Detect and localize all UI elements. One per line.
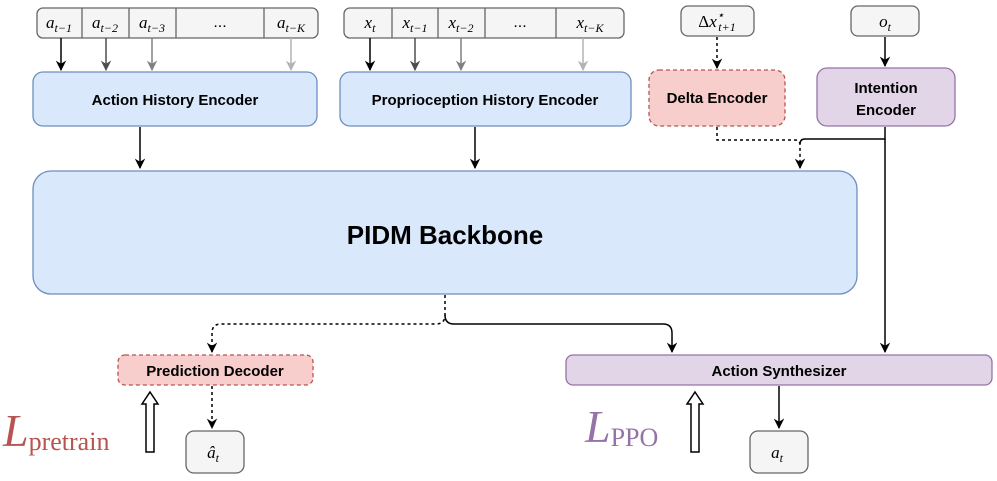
svg-text:Lpretrain: Lpretrain (2, 405, 109, 456)
svg-text:Prediction Decoder: Prediction Decoder (146, 363, 284, 380)
arrow-delta-encoder-to-backbone (716, 127, 806, 170)
token-x-t-K: xt−K (576, 13, 605, 35)
svg-text:Proprioception History Encoder: Proprioception History Encoder (372, 92, 599, 109)
svg-text:LPPO: LPPO (584, 401, 658, 452)
observation-input-box: ot (850, 5, 920, 37)
action-history-token-strip: at−1 at−2 at−3 ... at−K (36, 7, 319, 39)
token-x-t-1: xt−1 (402, 13, 428, 35)
action-synthesizer: Action Synthesizer (565, 354, 993, 386)
svg-text:Action Synthesizer: Action Synthesizer (711, 363, 846, 380)
svg-text:at: at (771, 443, 784, 465)
action-output: at (749, 430, 809, 474)
pretrain-gradient-arrow-icon (140, 390, 160, 453)
observation-input-label: ot (879, 12, 892, 34)
arrow-backbone-to-prediction-decoder (206, 295, 446, 354)
svg-text:Action History Encoder: Action History Encoder (92, 92, 259, 109)
proprioception-history-encoder: Proprioception History Encoder (339, 71, 632, 127)
token-a-t-K: at−K (277, 13, 306, 35)
arrow-intention-to-backbone (799, 127, 886, 145)
intention-encoder: Intention Encoder (816, 67, 956, 127)
delta-encoder: Delta Encoder (648, 69, 786, 127)
svg-text:ât: ât (207, 443, 220, 465)
token-a-t-1: at−1 (46, 13, 72, 35)
pidm-backbone: PIDM Backbone (32, 170, 858, 295)
token-a-t-2: at−2 (92, 13, 118, 35)
pretrain-loss-label: Lpretrain (2, 405, 109, 456)
arrow-backbone-to-action-synthesizer (444, 314, 678, 354)
delta-input-box: Δx⋆t+1 (680, 5, 755, 37)
ppo-loss-label: LPPO (584, 401, 658, 452)
token-a-t-3: at−3 (139, 13, 165, 35)
svg-text:PIDM Backbone: PIDM Backbone (347, 220, 544, 250)
token-ellipsis: ... (213, 14, 226, 31)
action-history-encoder: Action History Encoder (32, 71, 318, 127)
svg-text:Intention: Intention (854, 80, 917, 97)
token-x-t: xt (364, 13, 377, 35)
delta-input-label: Δx⋆t+1 (698, 8, 735, 34)
proprio-history-token-strip: xt xt−1 xt−2 ... xt−K (343, 7, 625, 39)
token-x-t-2: xt−2 (448, 13, 474, 35)
token-ellipsis: ... (513, 14, 526, 31)
svg-text:Delta Encoder: Delta Encoder (667, 90, 768, 107)
svg-text:Encoder: Encoder (856, 102, 916, 119)
prediction-decoder: Prediction Decoder (117, 354, 314, 386)
predicted-action-output: ât (185, 430, 245, 474)
ppo-gradient-arrow-icon (685, 390, 705, 453)
